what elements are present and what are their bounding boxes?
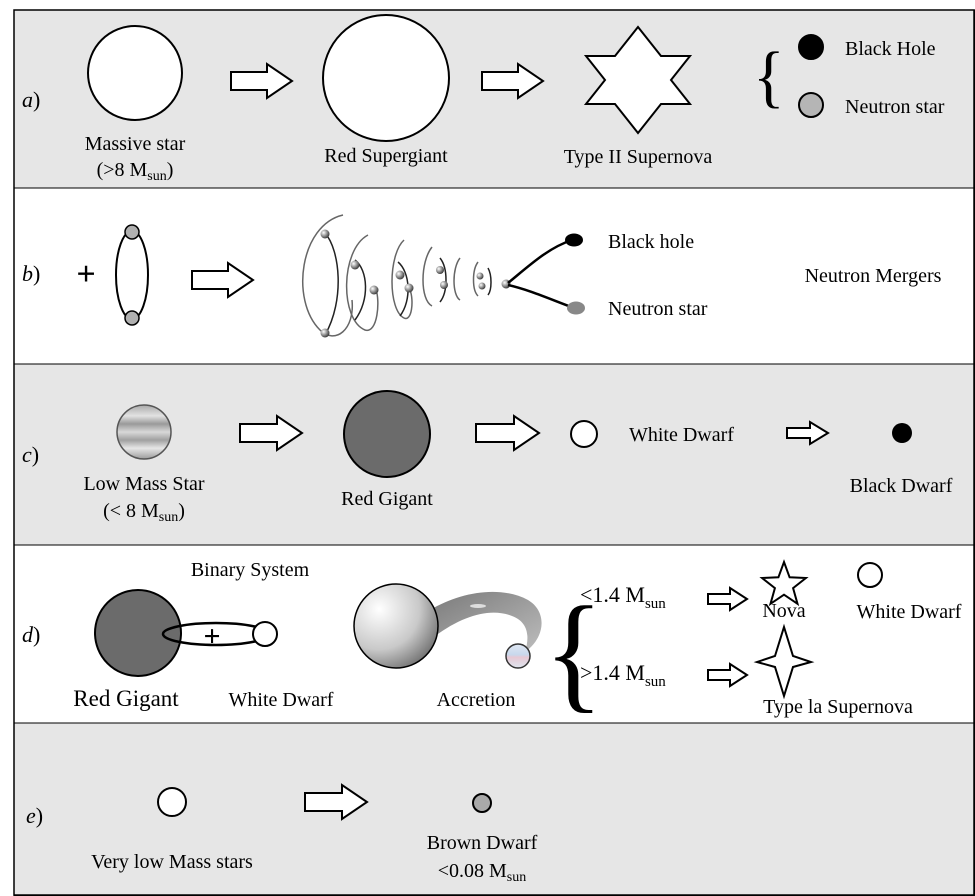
panel-c-label: c) bbox=[22, 442, 39, 467]
arrow-icon bbox=[475, 414, 541, 452]
red-supergiant-icon bbox=[322, 14, 450, 142]
neutron-star-icon bbox=[404, 283, 414, 293]
white-dwarf-icon bbox=[857, 562, 883, 588]
under-limit-label: <1.4 Msun bbox=[580, 582, 666, 612]
black-hole-label: Black Hole bbox=[845, 38, 936, 60]
plus-icon: + bbox=[203, 620, 220, 653]
neutron-star-icon bbox=[369, 285, 379, 295]
white-dwarf-icon bbox=[252, 621, 278, 647]
supernova-1a-label: Type la Supernova bbox=[763, 696, 913, 718]
neutron-star-icon bbox=[320, 229, 330, 239]
red-gigant-label: Red Gigant bbox=[73, 686, 179, 711]
panel-c-background bbox=[13, 363, 975, 546]
neutron-star-icon bbox=[395, 270, 405, 280]
red-supergiant-label: Red Supergiant bbox=[324, 145, 448, 167]
panel-b-label: b) bbox=[22, 261, 40, 286]
very-low-mass-label: Very low Mass stars bbox=[91, 851, 253, 873]
panel-c: c) Low Mass Star (< 8 Msun) Red Gigant W… bbox=[13, 363, 975, 546]
nova-label: Nova bbox=[762, 600, 805, 622]
arrow-icon bbox=[239, 414, 304, 452]
brown-dwarf-icon bbox=[472, 793, 492, 813]
neutron-star-icon bbox=[320, 328, 330, 338]
neutron-mergers-title: Neutron Mergers bbox=[805, 265, 942, 287]
supernova-1a-star-icon bbox=[753, 623, 815, 700]
supernova-label: Type II Supernova bbox=[564, 146, 713, 168]
red-gigant-label: Red Gigant bbox=[341, 488, 433, 510]
black-hole-icon bbox=[565, 233, 583, 247]
red-gigant-icon bbox=[94, 589, 182, 677]
low-mass-star-label: Low Mass Star bbox=[83, 473, 204, 495]
accretion-label: Accretion bbox=[437, 689, 516, 711]
arrow-icon bbox=[786, 420, 830, 446]
massive-star-mass-label: (>8 Msun) bbox=[97, 159, 174, 184]
neutron-star-icon bbox=[124, 310, 140, 326]
low-mass-star-icon bbox=[116, 404, 172, 460]
nova-star-icon bbox=[759, 559, 809, 607]
black-dwarf-label: Black Dwarf bbox=[850, 475, 953, 497]
neutron-star-icon bbox=[478, 282, 486, 290]
arrow-icon bbox=[191, 261, 255, 299]
white-dwarf-icon bbox=[570, 420, 598, 448]
panel-a: a) Massive star (>8 Msun) Red Supergiant… bbox=[13, 9, 975, 189]
panel-d-label: d) bbox=[22, 622, 40, 647]
merger-branch-up bbox=[507, 238, 573, 284]
white-dwarf-result-label: White Dwarf bbox=[857, 601, 962, 623]
outer-border bbox=[13, 9, 975, 896]
brace-icon: { bbox=[544, 581, 604, 724]
neutron-star-label: Neutron star bbox=[608, 298, 708, 320]
red-gigant-icon bbox=[343, 390, 431, 478]
massive-star-icon bbox=[87, 25, 183, 121]
neutron-star-icon bbox=[798, 92, 824, 118]
accretor-star-icon bbox=[353, 583, 439, 669]
brown-dwarf-limit-label: <0.08 Msun bbox=[438, 860, 527, 885]
panel-b: b) + bbox=[13, 187, 975, 365]
stream-highlight bbox=[470, 604, 486, 608]
arrow-icon bbox=[304, 783, 369, 821]
neutron-star-icon bbox=[124, 224, 140, 240]
binary-system-label: Binary System bbox=[191, 559, 310, 581]
neutron-star-icon bbox=[567, 301, 585, 315]
neutron-star-icon bbox=[350, 260, 360, 270]
panel-a-label: a) bbox=[22, 87, 40, 112]
arrow-icon bbox=[707, 586, 749, 612]
white-dwarf-label: White Dwarf bbox=[229, 689, 334, 711]
panel-e: e) Very low Mass stars Brown Dwarf <0.08… bbox=[13, 722, 975, 896]
over-limit-label: >1.4 Msun bbox=[580, 660, 666, 690]
supernova-star-icon bbox=[583, 25, 693, 135]
arrow-icon bbox=[707, 662, 749, 688]
neutron-star-icon bbox=[440, 281, 448, 289]
arrow-icon bbox=[230, 62, 294, 100]
brown-dwarf-label: Brown Dwarf bbox=[427, 832, 538, 854]
neutron-star-icon bbox=[476, 272, 484, 280]
arrow-icon bbox=[481, 62, 545, 100]
black-dwarf-icon bbox=[892, 423, 912, 443]
white-dwarf-label: White Dwarf bbox=[629, 424, 734, 446]
neutron-star-label: Neutron star bbox=[845, 96, 945, 118]
plus-icon: + bbox=[76, 256, 95, 293]
panel-e-label: e) bbox=[26, 803, 43, 828]
accretion-stream-icon bbox=[430, 591, 542, 652]
white-dwarf-icon bbox=[505, 643, 531, 669]
neutron-star-icon bbox=[436, 266, 444, 274]
brace-icon: { bbox=[753, 38, 785, 115]
massive-star-label: Massive star bbox=[85, 133, 186, 155]
low-mass-range-label: (< 8 Msun) bbox=[103, 500, 185, 525]
black-hole-label: Black hole bbox=[608, 231, 694, 253]
very-low-mass-star-icon bbox=[157, 787, 187, 817]
panel-d: d) Binary System + Red Gigant White Dwar… bbox=[13, 544, 975, 724]
inspiral-orbits-icon bbox=[301, 214, 492, 337]
black-hole-icon bbox=[798, 34, 824, 60]
